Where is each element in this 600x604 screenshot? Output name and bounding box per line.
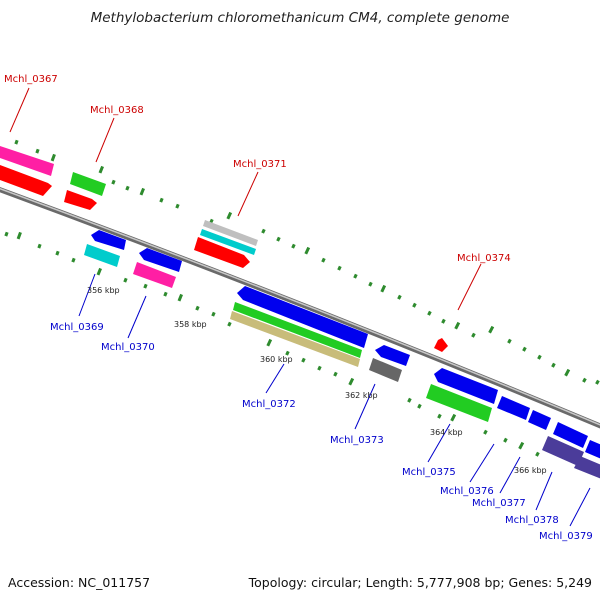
gene-arrow-Mchl_0369-blue[interactable] [91,230,126,250]
gene-arrow-Mchl_0368-green[interactable] [70,172,106,196]
gene-label-Mchl_0375[interactable]: Mchl_0375 [402,467,456,478]
gene-label-Mchl_0368[interactable]: Mchl_0368 [90,105,144,116]
gene-arrow-Mchl_0373-blue[interactable] [375,345,410,366]
gene-label-Mchl_0377[interactable]: Mchl_0377 [472,498,526,509]
gene-arrow-Mchl_0370-pink[interactable] [133,262,176,288]
gene-arrow-Mchl_0372-green[interactable] [233,302,362,358]
gene-label-Mchl_0373[interactable]: Mchl_0373 [330,435,384,446]
gene-arrow-Mchl_0379-purple[interactable] [574,456,600,480]
gene-arrow-Mchl_0378-purple[interactable] [542,436,584,466]
kbp-labels: 356 kbp 358 kbp 360 kbp 362 kbp 364 kbp … [87,286,547,475]
kbp-label: 356 kbp [87,286,120,295]
gene-arrow-Mchl_0367-red[interactable] [0,165,52,196]
genome-backbone [0,187,600,429]
kbp-label: 358 kbp [174,320,207,329]
gene-arrow-Mchl_0374-red[interactable] [434,338,448,352]
gene-arrow-Mchl_0371-gray[interactable] [203,220,258,246]
gene-label-Mchl_0376[interactable]: Mchl_0376 [440,486,494,497]
gene-arrow-Mchl_0376-blue[interactable] [497,396,530,420]
outer-tick-row [14,139,600,385]
gene-label-Mchl_0374[interactable]: Mchl_0374 [457,253,511,264]
gene-arrow-Mchl_0367-pink[interactable] [0,146,54,176]
gene-label-Mchl_0372[interactable]: Mchl_0372 [242,399,296,410]
gene-arrow-Mchl_0368-red[interactable] [64,190,97,210]
gene-arrow-Mchl_0373-gray[interactable] [369,358,402,382]
gene-arrow-Mchl_0375-blue[interactable] [434,368,498,404]
gene-label-Mchl_0378[interactable]: Mchl_0378 [505,515,559,526]
gene-arrow-Mchl_0372-blue[interactable] [237,286,368,348]
gene-arrow-Mchl_0372-tan[interactable] [230,311,360,367]
gene-arrow-Mchl_0375-green[interactable] [426,384,492,422]
gene-arrow-Mchl_0378-blue[interactable] [553,422,588,448]
gene-label-Mchl_0367[interactable]: Mchl_0367 [4,74,58,85]
top-strand-features [0,146,448,352]
gene-arrow-Mchl_0371-cyan[interactable] [200,229,256,255]
bottom-gene-labels: Mchl_0369 Mchl_0370 Mchl_0372 Mchl_0373 … [50,322,593,542]
gene-label-Mchl_0371[interactable]: Mchl_0371 [233,159,287,170]
kbp-label: 364 kbp [430,428,463,437]
map-title: Methylobacterium chloromethanicum CM4, c… [90,10,510,26]
gene-arrow-Mchl_0377-blue[interactable] [528,410,551,430]
kbp-label: 366 kbp [514,466,547,475]
gene-arrow-Mchl_0370-blue[interactable] [139,248,182,272]
genome-summary-text: Topology: circular; Length: 5,777,908 bp… [248,575,592,590]
kbp-label: 362 kbp [345,391,378,400]
inner-tick-row [4,231,540,457]
gene-arrow-Mchl_0369-cyan[interactable] [84,244,120,267]
gene-label-Mchl_0369[interactable]: Mchl_0369 [50,322,104,333]
top-gene-labels: Mchl_0367 Mchl_0368 Mchl_0371 Mchl_0374 [4,74,511,264]
kbp-label: 360 kbp [260,355,293,364]
gene-label-Mchl_0379[interactable]: Mchl_0379 [539,531,593,542]
bottom-label-connectors [78,273,591,527]
gene-arrow-Mchl_0379-blue[interactable] [585,440,600,460]
accession-text: Accession: NC_011757 [8,575,151,590]
bottom-strand-features [84,230,600,480]
gene-label-Mchl_0370[interactable]: Mchl_0370 [101,342,155,353]
top-label-connectors [9,87,482,311]
gene-arrow-Mchl_0371-red[interactable] [194,237,250,268]
